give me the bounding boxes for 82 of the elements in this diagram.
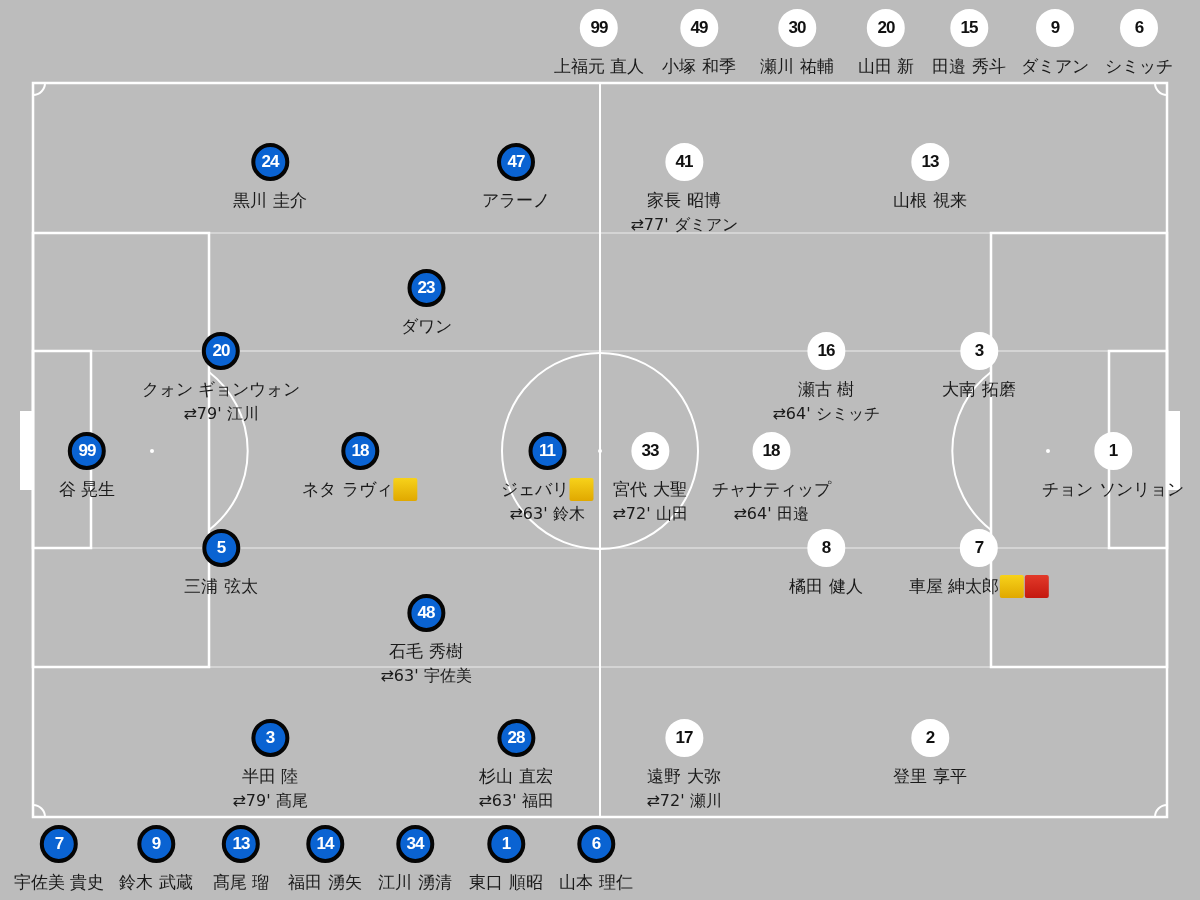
jersey-number: 13 — [222, 825, 260, 863]
player-name: アラーノ — [482, 189, 550, 212]
jersey-number: 18 — [341, 432, 379, 470]
jersey-number: 6 — [1120, 9, 1158, 47]
jersey-number: 16 — [807, 332, 845, 370]
jersey-number: 48 — [407, 594, 445, 632]
player-name: 宇佐美 貴史 — [13, 871, 105, 894]
substitution-note: ⇄72' 瀬川 — [646, 790, 722, 812]
player-name: 山田 新 — [857, 55, 915, 78]
player-name: 瀬古 樹 — [797, 378, 855, 401]
jersey-number: 17 — [665, 719, 703, 757]
substitution-note: ⇄64' シミッチ — [772, 403, 880, 425]
player-name: 橘田 健人 — [789, 575, 863, 598]
substitution-note: ⇄72' 山田 — [612, 503, 688, 525]
jersey-number: 41 — [665, 143, 703, 181]
jersey-number: 1 — [1094, 432, 1132, 470]
jersey-number: 20 — [867, 9, 905, 47]
player-name: 鈴木 武蔵 — [119, 871, 193, 894]
player-name: 宮代 大聖 — [613, 478, 687, 501]
player-name: 髙尾 瑠 — [212, 871, 270, 894]
jersey-number: 20 — [202, 332, 240, 370]
player-name: 黒川 圭介 — [233, 189, 307, 212]
player-name: ダミアン — [1021, 55, 1089, 78]
player-name: 三浦 弦太 — [184, 575, 258, 598]
player-name: 山根 視来 — [893, 189, 967, 212]
player-name: 江川 湧清 — [378, 871, 452, 894]
player-name: 上福元 直人 — [553, 55, 645, 78]
jersey-number: 47 — [497, 143, 535, 181]
player-name: ダワン — [400, 315, 452, 338]
jersey-number: 1 — [487, 825, 525, 863]
jersey-number: 9 — [137, 825, 175, 863]
jersey-number: 3 — [251, 719, 289, 757]
player-name: 小塚 和季 — [662, 55, 736, 78]
jersey-number: 34 — [396, 825, 434, 863]
player-name: 田邉 秀斗 — [932, 55, 1006, 78]
jersey-number: 13 — [911, 143, 949, 181]
player-name: 東口 順昭 — [469, 871, 543, 894]
substitution-note: ⇄77' ダミアン — [630, 214, 738, 236]
player-name: 谷 晃生 — [58, 478, 116, 501]
player-name: 杉山 直宏 — [479, 765, 553, 788]
player-name: ジェバリ — [500, 478, 569, 501]
player-name: 家長 昭博 — [647, 189, 721, 212]
jersey-number: 33 — [631, 432, 669, 470]
jersey-number: 6 — [577, 825, 615, 863]
player-name: 半田 陸 — [241, 765, 299, 788]
player-name: 大南 拓磨 — [942, 378, 1016, 401]
substitution-note: ⇄64' 田邉 — [733, 503, 809, 525]
jersey-number: 11 — [528, 432, 566, 470]
player-name: 石毛 秀樹 — [389, 640, 463, 663]
substitution-note: ⇄63' 福田 — [478, 790, 554, 812]
player-name: 福田 湧矢 — [288, 871, 362, 894]
jersey-number: 15 — [950, 9, 988, 47]
jersey-number: 30 — [778, 9, 816, 47]
jersey-number: 18 — [752, 432, 790, 470]
jersey-number: 3 — [960, 332, 998, 370]
player-name: 瀬川 祐輔 — [760, 55, 834, 78]
jersey-number: 24 — [251, 143, 289, 181]
substitution-note: ⇄63' 宇佐美 — [380, 665, 472, 687]
substitution-note: ⇄79' 江川 — [183, 403, 259, 425]
jersey-number: 14 — [306, 825, 344, 863]
jersey-number: 49 — [680, 9, 718, 47]
jersey-number: 8 — [807, 529, 845, 567]
player-name: 遠野 大弥 — [647, 765, 721, 788]
jersey-number: 28 — [497, 719, 535, 757]
player-name: ネタ ラヴィ — [302, 478, 393, 501]
substitution-note: ⇄63' 鈴木 — [509, 503, 585, 525]
jersey-number: 99 — [580, 9, 618, 47]
player-name: 登里 享平 — [893, 765, 967, 788]
substitution-note: ⇄79' 髙尾 — [232, 790, 308, 812]
player-name: クォン ギョンウォン — [141, 378, 301, 401]
jersey-number: 2 — [911, 719, 949, 757]
jersey-number: 99 — [68, 432, 106, 470]
player-name: チャナティップ — [711, 478, 831, 501]
jersey-number: 23 — [407, 269, 445, 307]
player-name: 山本 理仁 — [559, 871, 633, 894]
player-name: チョン ソンリョン — [1042, 478, 1184, 501]
jersey-number: 7 — [960, 529, 998, 567]
player-name: 車屋 紳太郎 — [908, 575, 1000, 598]
jersey-number: 7 — [40, 825, 78, 863]
jersey-number: 9 — [1036, 9, 1074, 47]
jersey-number: 5 — [202, 529, 240, 567]
player-name: シミッチ — [1105, 55, 1173, 78]
